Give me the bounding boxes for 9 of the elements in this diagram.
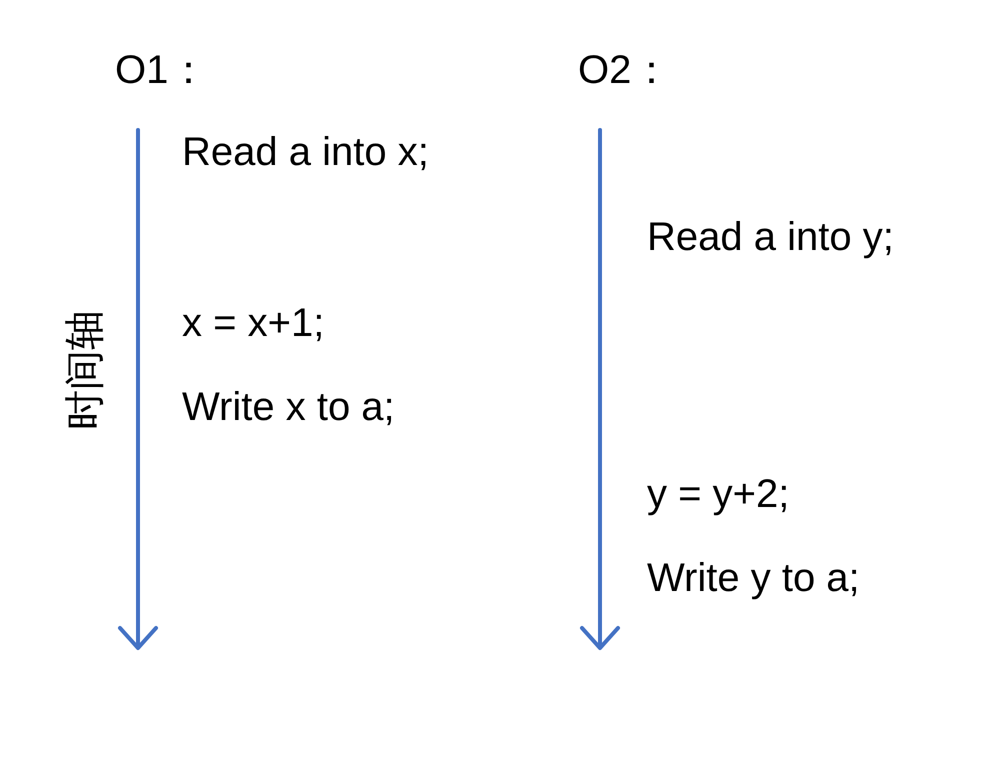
axis-label: 时间轴 <box>62 310 108 430</box>
column-heading: O1： <box>115 47 208 94</box>
column-heading: O2： <box>578 47 672 94</box>
step-text: Read a into x; <box>182 129 429 176</box>
step-text: Write x to a; <box>182 384 395 431</box>
step-text: x = x+1; <box>182 300 324 347</box>
step-text: Write y to a; <box>647 555 860 602</box>
step-text: y = y+2; <box>647 471 790 518</box>
step-text: Read a into y; <box>647 214 894 261</box>
